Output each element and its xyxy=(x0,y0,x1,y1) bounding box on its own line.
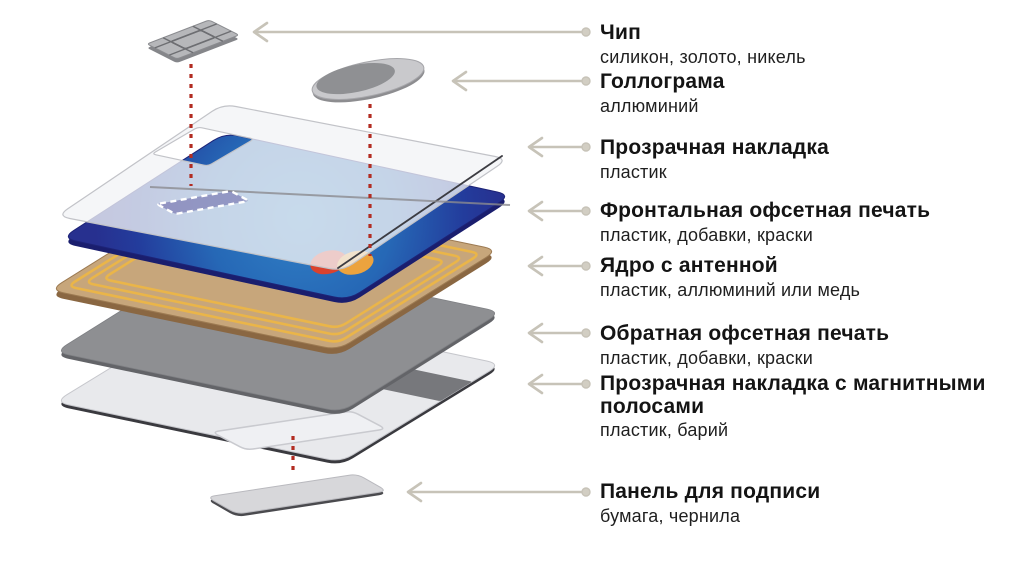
arrow-back-print xyxy=(527,322,591,344)
arrowhead xyxy=(527,200,544,222)
arrowhead xyxy=(406,481,423,503)
hologram-inner-disc xyxy=(316,62,395,95)
chip-module xyxy=(147,20,239,63)
arrowhead xyxy=(527,373,544,395)
arrowhead xyxy=(527,255,544,277)
overlay-seam-edge xyxy=(149,186,511,206)
signature-area-outline xyxy=(214,411,384,450)
chip-contact-pad xyxy=(171,29,215,50)
leader-bullet xyxy=(581,206,591,216)
arrowhead xyxy=(451,70,468,92)
leader-arrows xyxy=(252,21,591,503)
arrowhead xyxy=(527,136,544,158)
red-dashed-guides xyxy=(189,64,372,472)
clear-overlay-sheet xyxy=(62,105,503,270)
layer-clear-overlay xyxy=(62,105,511,270)
arrow-signature-panel xyxy=(406,481,591,503)
arrowhead xyxy=(252,21,269,43)
leader-bullet xyxy=(581,328,591,338)
arrow-hologram xyxy=(451,70,591,92)
layer-signature-panel xyxy=(210,474,384,517)
arrow-clear-overlay xyxy=(527,136,591,158)
leader-bullet xyxy=(581,27,591,37)
arrow-chip xyxy=(252,21,591,43)
leader-bullet xyxy=(581,142,591,152)
leader-bullet xyxy=(581,261,591,271)
leader-bullet xyxy=(581,487,591,497)
chip-position-dashed-outline xyxy=(157,190,249,215)
arrow-front-print xyxy=(527,200,591,222)
arrow-magnetic-overlay xyxy=(527,373,591,395)
arrow-core-antenna xyxy=(527,255,591,277)
hologram-sticker xyxy=(311,58,425,103)
arrowhead xyxy=(527,322,544,344)
leader-bullet xyxy=(581,379,591,389)
leader-bullet xyxy=(581,76,591,86)
